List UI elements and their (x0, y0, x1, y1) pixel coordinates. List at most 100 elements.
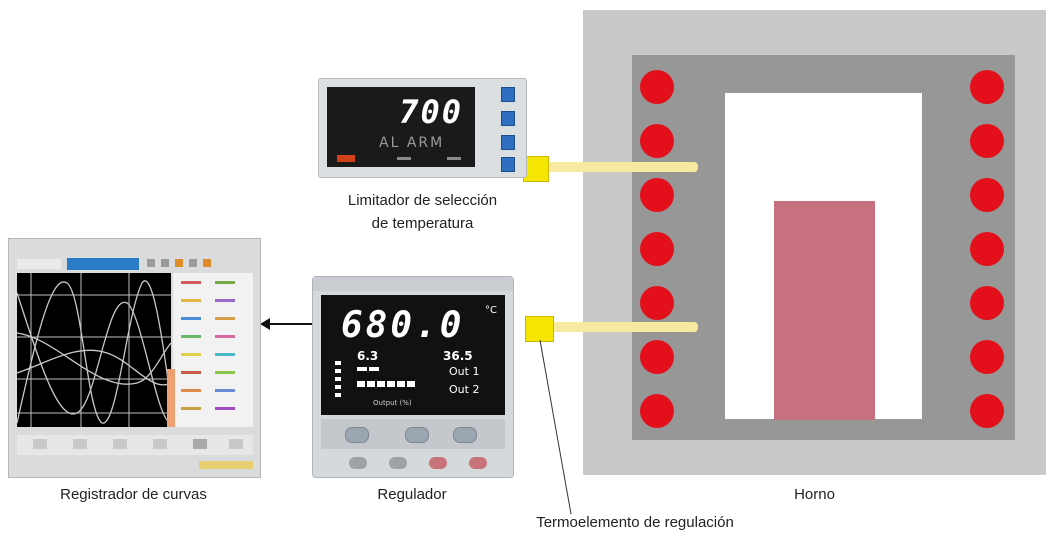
regulator-key[interactable] (429, 457, 447, 469)
regulator-label: Regulador (377, 486, 447, 503)
recorder-title-bar (17, 259, 61, 269)
heating-element (970, 70, 1004, 104)
legend-swatch (215, 353, 235, 356)
output-bar-segment (377, 381, 385, 387)
regulator-out1: Out 1 (449, 365, 480, 378)
recorder-status-strip (199, 461, 253, 469)
heating-element (640, 178, 674, 212)
output-bar-segment (357, 381, 365, 387)
heating-element (970, 394, 1004, 428)
regulator: 680.0 °C 6.3 36.5 Out 1 Out 2 Output (%) (312, 276, 514, 478)
output-bar-segment (397, 381, 405, 387)
level-bar (335, 369, 341, 373)
recorder-nav-button[interactable] (113, 439, 127, 449)
recorder-nav-button[interactable] (193, 439, 207, 449)
level-bar (335, 361, 341, 365)
legend-swatch (181, 299, 201, 302)
output-bar-segment (367, 381, 375, 387)
regulator-button[interactable] (345, 427, 369, 443)
recorder-icon[interactable] (147, 259, 155, 267)
legend-swatch (215, 281, 235, 284)
recorder-button-row (17, 435, 253, 455)
recorder-title-box (67, 258, 139, 270)
limiter-button[interactable] (501, 111, 515, 126)
heating-element (970, 232, 1004, 266)
legend-swatch (181, 371, 201, 374)
limiter-button[interactable] (501, 135, 515, 150)
recorder-icon[interactable] (161, 259, 169, 267)
signal-arrow (260, 318, 312, 330)
recorder-highlight (167, 369, 175, 427)
regulator-key[interactable] (469, 457, 487, 469)
heating-element (640, 124, 674, 158)
legend-swatch (181, 335, 201, 338)
legend-swatch (181, 317, 201, 320)
regulator-unit: °C (485, 305, 497, 316)
regulator-top-band (313, 277, 513, 291)
recorder-icon[interactable] (189, 259, 197, 267)
legend-swatch (181, 389, 201, 392)
recorder-nav-button[interactable] (229, 439, 243, 449)
legend-swatch (181, 407, 201, 410)
limiter-label-line2: de temperatura (371, 215, 474, 232)
heating-element (640, 232, 674, 266)
level-bar (335, 393, 341, 397)
heating-element (640, 70, 674, 104)
thermocouple-label: Termoelemento de regulación (536, 514, 734, 531)
heating-element (970, 178, 1004, 212)
limiter-value: 700 (399, 93, 463, 131)
output-bar-segment (369, 367, 379, 371)
heating-element (640, 394, 674, 428)
regulator-key[interactable] (349, 457, 367, 469)
limiter-alarm-led (337, 155, 355, 162)
heating-element (640, 340, 674, 374)
regulator-left-value: 6.3 (357, 349, 379, 363)
recorder-nav-button[interactable] (73, 439, 87, 449)
legend-swatch (215, 389, 235, 392)
regulation-thermocouple-head (525, 316, 554, 342)
legend-swatch (215, 335, 235, 338)
legend-swatch (215, 407, 235, 410)
output-bar-segment (407, 381, 415, 387)
regulator-button[interactable] (405, 427, 429, 443)
legend-swatch (181, 281, 201, 284)
curve-recorder (8, 238, 261, 478)
recorder-nav-button[interactable] (153, 439, 167, 449)
regulator-screen: 680.0 °C 6.3 36.5 Out 1 Out 2 Output (%) (321, 295, 505, 415)
oven (583, 10, 1046, 475)
limiter-indicator (397, 157, 411, 160)
limiter-button[interactable] (501, 87, 515, 102)
legend-swatch (215, 299, 235, 302)
output-bar-segment (357, 367, 367, 371)
limiter-screen: 700 AL ARM (327, 87, 475, 167)
legend-swatch (215, 371, 235, 374)
limiter-button[interactable] (501, 157, 515, 172)
limiter-thermocouple-rod (545, 162, 698, 172)
regulator-button[interactable] (453, 427, 477, 443)
regulation-thermocouple-rod (551, 322, 698, 332)
regulator-main-value: 680.0 (341, 305, 465, 346)
regulator-output-label: Output (%) (373, 399, 412, 407)
limiter-indicator (447, 157, 461, 160)
recorder-label: Registrador de curvas (60, 486, 207, 503)
recorder-legend-panel (173, 273, 253, 427)
level-bar (335, 385, 341, 389)
workpiece (774, 201, 875, 420)
limiter-label-line1: Limitador de selección (347, 192, 498, 209)
heating-element (970, 286, 1004, 320)
regulator-key[interactable] (389, 457, 407, 469)
output-bar-segment (387, 381, 395, 387)
recorder-nav-button[interactable] (33, 439, 47, 449)
recorder-trend-chart (17, 273, 171, 427)
recorder-icon[interactable] (203, 259, 211, 267)
legend-swatch (215, 317, 235, 320)
heating-element (970, 340, 1004, 374)
oven-label: Horno (794, 486, 835, 503)
regulator-right-value: 36.5 (443, 349, 473, 363)
regulator-out2: Out 2 (449, 383, 480, 396)
limiter-status: AL ARM (379, 135, 445, 151)
heating-element (640, 286, 674, 320)
recorder-icon[interactable] (175, 259, 183, 267)
heating-element (970, 124, 1004, 158)
